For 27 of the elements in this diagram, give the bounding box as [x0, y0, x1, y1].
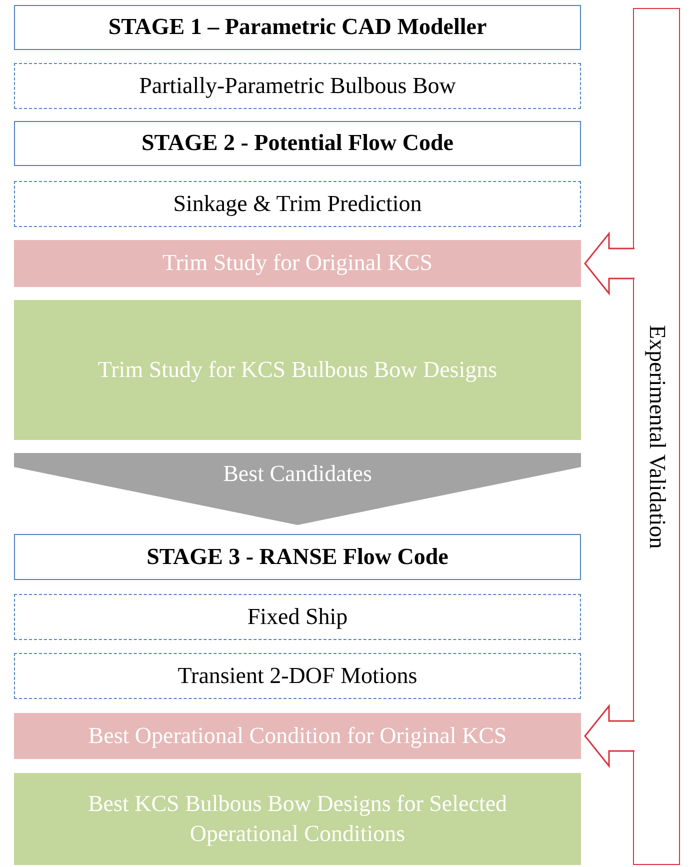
box-text: STAGE 3 - RANSE Flow Code: [146, 542, 448, 571]
result-box: [14, 240, 581, 287]
stage-box: [14, 534, 581, 580]
box-text: Partially-Parametric Bulbous Bow: [139, 72, 456, 100]
dashed-box: [14, 181, 581, 227]
block-arrow: [584, 704, 636, 768]
stage-box: [14, 121, 581, 166]
block-arrow: [584, 231, 636, 296]
validation-band: [633, 8, 680, 865]
box-text: Trim Study for Original KCS: [162, 249, 433, 278]
box-text: Sinkage & Trim Prediction: [173, 190, 422, 218]
box-text: Best Operational Condition for Original KCS: [88, 722, 507, 750]
dashed-box: [14, 63, 581, 109]
box-text: Best Candidates: [223, 460, 372, 488]
box-text: Fixed Ship: [247, 602, 348, 631]
dashed-box: [14, 653, 581, 699]
box-text: STAGE 1 – Parametric CAD Modeller: [108, 13, 487, 42]
result-box: [14, 300, 581, 440]
result-box: [14, 773, 581, 865]
box-text: STAGE 2 - Potential Flow Code: [142, 129, 454, 158]
box-text: Trim Study for KCS Bulbous Bow Designs: [96, 356, 498, 384]
stage-box: [14, 5, 581, 50]
box-text: Experimental Validation: [644, 324, 671, 548]
result-box: [14, 713, 581, 759]
dashed-box: [14, 594, 581, 640]
box-text: Best KCS Bulbous Bow Designs for Selected Operational Conditions: [86, 790, 508, 848]
box-text: Transient 2-DOF Motions: [178, 662, 418, 690]
